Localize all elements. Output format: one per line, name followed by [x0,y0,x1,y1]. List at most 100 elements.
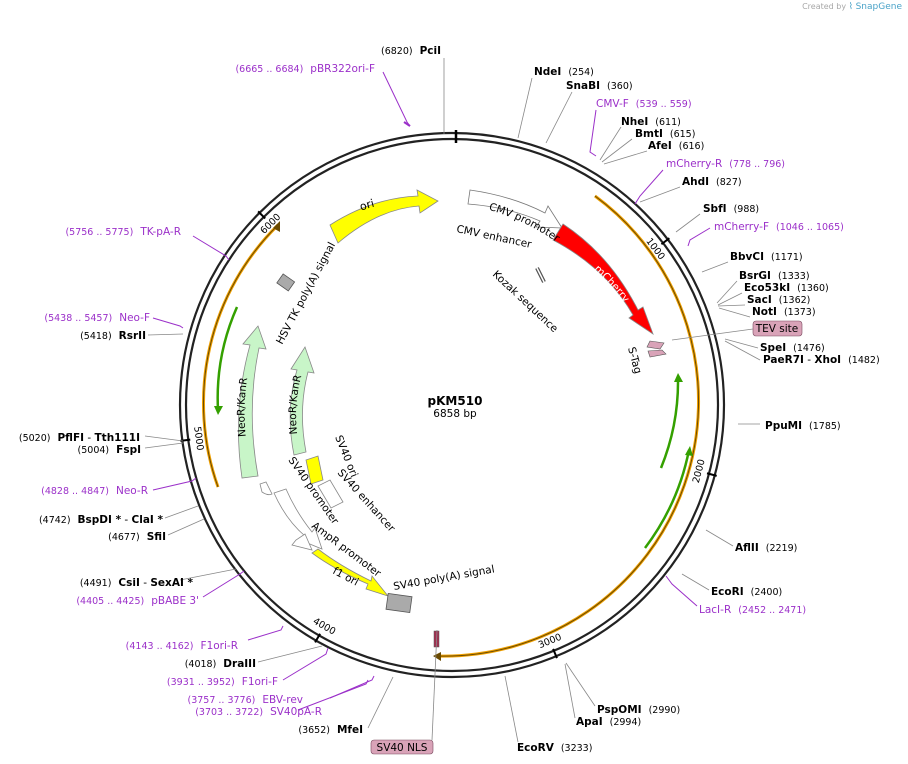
snapgene-logo-icon: ⌇ [848,2,854,12]
site-label-sbfi: SbfI(988) [703,203,759,215]
site-label-pbr322: (6665 .. 6684)pBR322ori-F [235,63,375,75]
site-label-pbabe3: (4405 .. 4425) pBABE 3' [76,595,199,607]
site-label-mcherryf-part-0: mCherry-F [714,221,769,233]
site-label-snabi-part-1: (360) [607,81,633,92]
site-label-draiii-part-0: (4018) [185,659,217,670]
cmvf-leader [589,109,597,157]
green-arc-2-head [685,446,693,456]
mcherryr-leader [634,169,664,205]
sv40-enhancer-label: SV40 enhancer [335,467,398,535]
site-label-cmvf: CMV-F(539 .. 559) [596,98,692,110]
site-label-cmvf-part-1: (539 .. 559) [636,99,692,110]
sfii-leader [167,518,205,536]
site-label-eco53ki-part-1: (1360) [797,283,829,294]
site-label-snabi: SnaBI(360) [566,80,633,92]
site-label-pbabe3-part-1: pBABE 3' [151,595,199,607]
site-label-noti: NotI(1373) [752,306,816,318]
site-label-sv40par-part-1: SV40pA-R [270,706,322,718]
tick-label-5000: 5000 [191,426,205,451]
site-label-lacir: LacI-R(2452 .. 2471) [699,604,806,616]
plasmid-name: pKM510 [428,394,483,408]
noti-leader [718,307,751,318]
site-label-pbr322-part-1: pBR322ori-F [310,63,375,75]
site-label-mfei-part-0: (3652) [298,725,330,736]
sv40-nls-label: SV40 NLS [377,742,428,754]
site-label-paer7i-part-0: PaeR7I [763,354,804,366]
site-label-pflfi-part-3: Tth111I [95,432,140,444]
neof-leader [152,317,184,329]
sv40-promoter-tail [259,481,273,496]
hsv-tk-polya-box [276,273,296,292]
site-label-fspi-part-0: (5004) [78,445,110,456]
site-label-spei-part-0: SpeI [760,342,786,354]
tev-arrow [646,340,665,350]
fspi-leader [144,442,184,449]
orange-arc-left-core [203,224,279,488]
site-label-f1orif-part-0: (3931 .. 3952) [167,677,235,688]
sv40-nls-leader [431,629,438,741]
ori-arrow [329,189,439,244]
ndei-leader [517,77,533,139]
site-label-rsrii-part-1: RsrII [119,330,146,342]
site-label-afei-part-1: (616) [679,141,705,152]
site-label-neor-part-0: (4828 .. 4847) [41,486,109,497]
site-label-ppumi-part-1: (1785) [809,421,841,432]
ampr-promoter-head [291,533,313,551]
site-label-ppumi: PpuMI (1785) [765,420,841,432]
site-label-ecori-part-0: EcoRI [711,586,744,598]
site-label-lacir-part-0: LacI-R [699,604,731,616]
cmv-promoter-arrow [467,189,563,229]
site-label-ppumi-part-0: PpuMI [765,420,802,432]
site-label-pflfi-part-0: (5020) [19,433,51,444]
green-arc-3-head [214,406,223,415]
site-label-csii: (4491)CsiI - SexAI * [80,577,194,589]
eco53ki-leader [717,292,743,306]
backbone-inner-strand [184,137,720,673]
site-label-bspdi-part-1: BspDI * [78,514,122,526]
paer7i-leader [724,340,761,361]
watermark-prefix: Created by [802,2,847,11]
site-label-csii-part-2: - [140,577,150,589]
site-label-tkpar-part-1: TK-pA-R [139,226,181,238]
site-label-ebvrev: (3757 .. 3776)EBV-rev [188,694,304,706]
site-label-ndei-part-0: NdeI [534,66,561,78]
site-label-paer7i: PaeR7I - XhoI(1482) [763,354,880,366]
bbvci-leader [701,261,729,273]
site-label-neor-part-1: Neo-R [116,485,148,497]
mcherry-arrow [552,223,654,336]
site-label-draiii: (4018)DraIII [185,658,256,670]
site-label-mcherryf: mCherry-F(1046 .. 1065) [714,221,844,233]
site-label-apai-part-0: ApaI [576,716,603,728]
site-label-ecori-part-1: (2400) [751,587,783,598]
pspomi-leader [565,662,596,707]
site-label-pcii-part-1: PciI [420,45,441,57]
rsrii-leader [147,333,184,336]
site-label-pspomi-part-0: PspOMI [597,704,642,716]
tick-label-2000: 2000 [691,458,708,484]
orange-arc-left-head [273,221,280,232]
site-label-tkpar: (5756 .. 5775)TK-pA-R [65,226,181,238]
draiii-leader [257,645,323,663]
site-label-noti-part-0: NotI [752,306,777,318]
site-label-mcherryr-part-1: (778 .. 796) [729,159,785,170]
mfei-leader [367,676,394,729]
kozak-mark-inner [536,267,545,283]
ecorv-leader [504,675,519,743]
site-label-bmti-part-0: BmtI [635,128,663,140]
cmv-enhancer-label: CMV enhancer [455,223,533,251]
site-label-bsrgi: BsrGI(1333) [739,270,810,282]
site-label-sfii: (4677)SfiI [108,531,166,543]
site-label-bbvci: BbvCI(1171) [730,251,803,263]
site-label-bspdi-part-0: (4742) [39,515,71,526]
site-label-rsrii-part-0: (5418) [80,331,112,342]
tev-leader [671,328,754,341]
tick-mark-4000 [314,633,321,643]
site-label-bbvci-part-1: (1171) [771,252,803,263]
site-label-pbabe3-part-0: (4405 .. 4425) [76,596,144,607]
site-label-neof-part-1: Neo-F [119,312,150,324]
site-label-pflfi-part-2: - [84,432,94,444]
pflfi-leader [144,435,184,442]
site-label-bspdi: (4742)BspDI * - ClaI * [39,514,164,526]
site-label-saci: SacI(1362) [747,294,810,306]
